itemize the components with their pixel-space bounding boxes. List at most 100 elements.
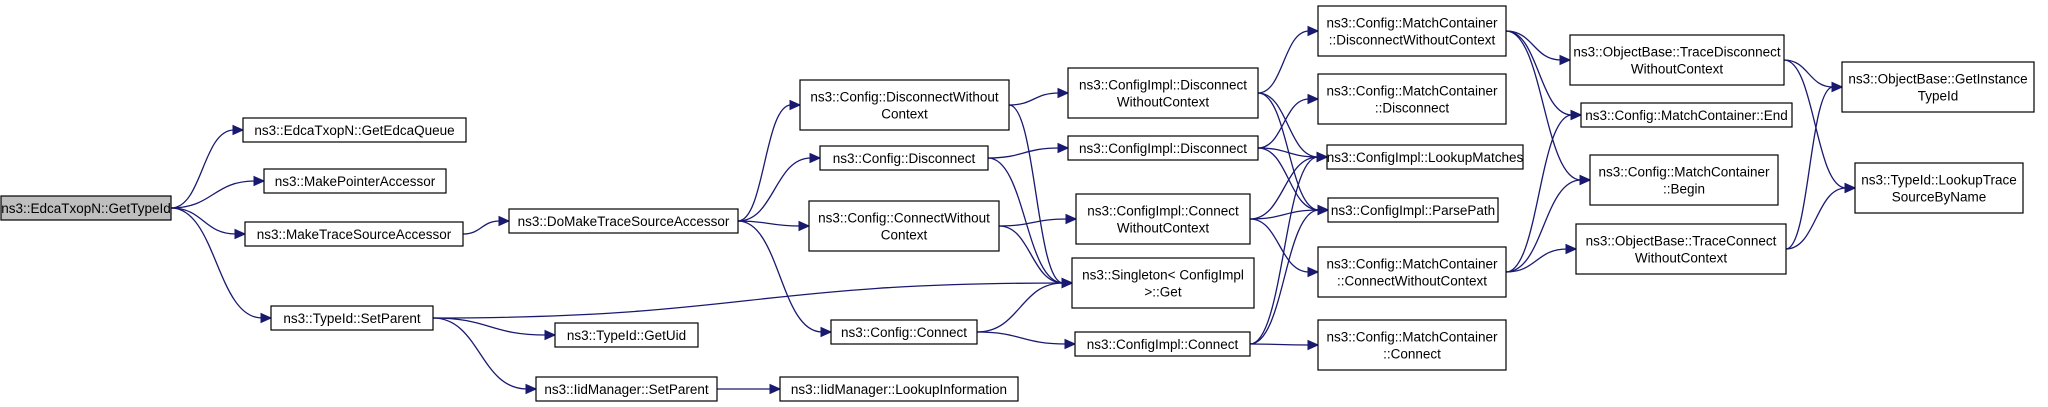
edge-line xyxy=(737,220,801,227)
node-gettypeid[interactable]: ns3::EdcaTxopN::GetTypeId xyxy=(0,195,172,221)
node-label: WithoutContext xyxy=(1631,62,1724,77)
edge-iidmanager-setparent-to-iidmanager-lookupinformation xyxy=(717,383,782,395)
node-objectbase-traceconnectwithoutcontext[interactable]: ns3::ObjectBase::TraceConnectWithoutCont… xyxy=(1575,223,1787,275)
node-typeid-setparent[interactable]: ns3::TypeId::SetParent xyxy=(270,305,434,331)
node-box xyxy=(1071,257,1255,309)
edge-arrowhead xyxy=(809,152,822,164)
node-domaketracesourceaccessor[interactable]: ns3::DoMakeTraceSourceAccessor xyxy=(508,208,739,234)
edge-configimpl-connectwithoutcontext-to-matchcontainer-connectwithoutcontext xyxy=(1249,218,1320,278)
node-label: ns3::ConfigImpl::Disconnect xyxy=(1079,141,1247,156)
node-config-disconnectwithoutcontext[interactable]: ns3::Config::DisconnectWithoutContext xyxy=(799,79,1010,131)
edge-line xyxy=(432,282,1064,319)
edge-arrowhead xyxy=(544,329,557,341)
node-box xyxy=(1589,154,1779,206)
node-label: ns3::ConfigImpl::LookupMatches xyxy=(1327,150,1524,165)
edge-matchcontainer-disconnectwithoutcontext-to-objectbase-tracedisconnectwithoutcontext xyxy=(1505,30,1572,66)
edge-arrowhead xyxy=(1057,142,1070,154)
node-label: ns3::TypeId::SetParent xyxy=(283,311,421,326)
node-box xyxy=(1575,223,1787,275)
node-box xyxy=(830,319,978,345)
edge-arrowhead xyxy=(769,383,782,395)
edge-line xyxy=(1249,156,1319,345)
node-configimpl-connectwithoutcontext[interactable]: ns3::ConfigImpl::ConnectWithoutContext xyxy=(1075,193,1251,245)
node-label: ns3::ObjectBase::TraceConnect xyxy=(1586,234,1777,249)
node-config-connect[interactable]: ns3::Config::Connect xyxy=(830,319,978,345)
node-label: ns3::ObjectBase::TraceDisconnect xyxy=(1573,45,1781,60)
node-label: ns3::IidManager::SetParent xyxy=(544,382,709,397)
node-label: ns3::Config::ConnectWithout xyxy=(818,211,990,226)
edge-line xyxy=(1257,92,1319,158)
node-iidmanager-lookupinformation[interactable]: ns3::IidManager::LookupInformation xyxy=(779,376,1019,402)
node-label: ::Disconnect xyxy=(1375,101,1450,116)
node-box xyxy=(554,322,699,348)
node-config-connectwithoutcontext[interactable]: ns3::Config::ConnectWithoutContext xyxy=(808,200,1000,252)
node-matchcontainer-disconnectwithoutcontext[interactable]: ns3::Config::MatchContainer::DisconnectW… xyxy=(1317,5,1507,57)
node-maketracesourceaccessor[interactable]: ns3::MakeTraceSourceAccessor xyxy=(244,221,464,247)
edge-line xyxy=(1257,147,1319,158)
edge-line xyxy=(462,220,501,235)
edge-config-disconnectwithoutcontext-to-configimpl-disconnectwithoutcontext xyxy=(1008,87,1070,106)
edge-line xyxy=(1505,114,1573,273)
edge-line xyxy=(1008,104,1064,284)
node-matchcontainer-connect[interactable]: ns3::Config::MatchContainer::Connect xyxy=(1317,319,1507,371)
edge-arrowhead xyxy=(1307,93,1320,105)
node-box xyxy=(1317,73,1507,125)
edge-typeid-setparent-to-singleton-get xyxy=(432,277,1074,319)
node-iidmanager-setparent[interactable]: ns3::IidManager::SetParent xyxy=(535,376,718,402)
edge-config-disconnect-to-configimpl-disconnect xyxy=(987,142,1070,159)
node-matchcontainer-end[interactable]: ns3::Config::MatchContainer::End xyxy=(1580,102,1793,128)
node-box xyxy=(242,117,467,143)
edge-line xyxy=(170,129,235,209)
edge-line xyxy=(998,225,1064,284)
edge-arrowhead xyxy=(1579,174,1592,186)
edge-arrowhead xyxy=(798,220,811,232)
node-typeid-getuid[interactable]: ns3::TypeId::GetUid xyxy=(554,322,699,348)
node-objectbase-tracedisconnectwithoutcontext[interactable]: ns3::ObjectBase::TraceDisconnectWithoutC… xyxy=(1569,34,1785,86)
edge-configimpl-disconnectwithoutcontext-to-matchcontainer-disconnectwithoutcontext xyxy=(1257,25,1320,94)
edge-arrowhead xyxy=(1317,204,1330,216)
node-configimpl-lookupmatches[interactable]: ns3::ConfigImpl::LookupMatches xyxy=(1326,144,1524,170)
node-config-disconnect[interactable]: ns3::Config::Disconnect xyxy=(819,145,989,171)
node-label: ns3::Config::MatchContainer xyxy=(1326,16,1498,31)
edge-line xyxy=(1785,86,1834,250)
edge-line xyxy=(1257,30,1310,94)
edge-domaketracesourceaccessor-to-config-connect xyxy=(737,220,833,338)
node-box xyxy=(263,168,447,194)
edge-line xyxy=(170,207,263,319)
node-singleton-get[interactable]: ns3::Singleton< ConfigImpl>::Get xyxy=(1071,257,1255,309)
edge-domaketracesourceaccessor-to-config-disconnect xyxy=(737,152,822,222)
node-matchcontainer-connectwithoutcontext[interactable]: ns3::Config::MatchContainer::ConnectWith… xyxy=(1317,246,1507,298)
node-configimpl-disconnect[interactable]: ns3::ConfigImpl::Disconnect xyxy=(1067,135,1259,161)
node-getedcaqueue[interactable]: ns3::EdcaTxopN::GetEdcaQueue xyxy=(242,117,467,143)
edge-arrowhead xyxy=(1307,266,1320,278)
edge-line xyxy=(170,180,256,209)
node-matchcontainer-begin[interactable]: ns3::Config::MatchContainer::Begin xyxy=(1589,154,1779,206)
node-label: ::ConnectWithoutContext xyxy=(1337,274,1487,289)
edge-line xyxy=(1249,209,1320,345)
node-box xyxy=(808,200,1000,252)
node-label: ns3::Config::Disconnect xyxy=(833,151,976,166)
edge-configimpl-connect-to-configimpl-parsepath xyxy=(1249,204,1330,345)
node-label: ns3::Config::Connect xyxy=(841,325,967,340)
node-matchcontainer-disconnect[interactable]: ns3::Config::MatchContainer::Disconnect xyxy=(1317,73,1507,125)
edge-domaketracesourceaccessor-to-config-connectwithoutcontext xyxy=(737,220,811,232)
edge-domaketracesourceaccessor-to-config-disconnectwithoutcontext xyxy=(737,99,802,222)
node-makepointeraccessor[interactable]: ns3::MakePointerAccessor xyxy=(263,168,447,194)
node-label: ns3::Config::MatchContainer xyxy=(1326,84,1498,99)
edge-arrowhead xyxy=(1559,54,1572,66)
edge-matchcontainer-connectwithoutcontext-to-matchcontainer-end xyxy=(1505,109,1583,273)
node-label: WithoutContext xyxy=(1117,95,1210,110)
edge-gettypeid-to-typeid-setparent xyxy=(170,207,273,324)
node-label: SourceByName xyxy=(1892,190,1987,205)
nodes-layer: ns3::EdcaTxopN::GetTypeId ns3::EdcaTxopN:… xyxy=(0,5,2035,402)
node-configimpl-connect[interactable]: ns3::ConfigImpl::Connect xyxy=(1074,331,1251,357)
node-box xyxy=(1075,193,1251,245)
node-configimpl-disconnectwithoutcontext[interactable]: ns3::ConfigImpl::DisconnectWithoutContex… xyxy=(1067,67,1259,119)
node-configimpl-parsepath[interactable]: ns3::ConfigImpl::ParsePath xyxy=(1327,197,1499,223)
edge-arrowhead xyxy=(1057,87,1070,99)
edge-line xyxy=(1783,59,1834,88)
edge-configimpl-connect-to-matchcontainer-connect xyxy=(1249,339,1320,351)
